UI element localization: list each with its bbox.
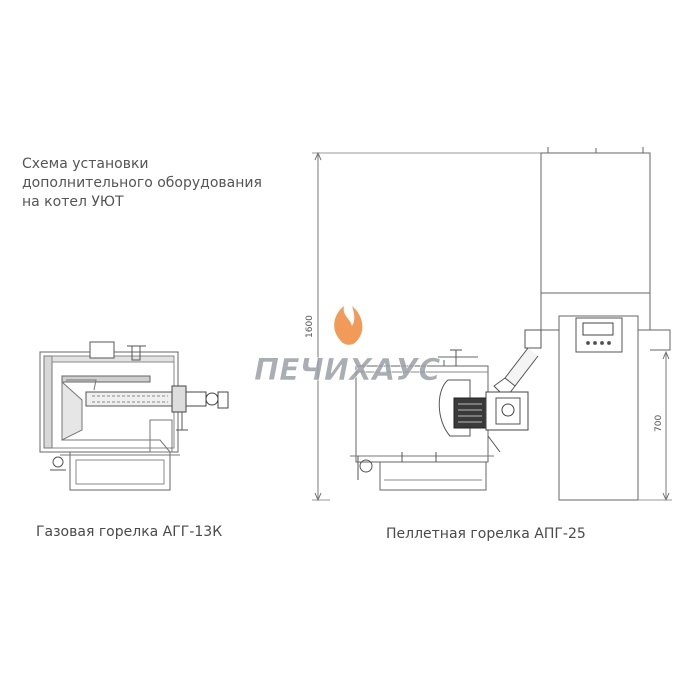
logo-watermark: ПЕЧИХАУС	[254, 306, 441, 388]
title-line-3: на котел УЮТ	[22, 194, 124, 210]
flame-icon	[334, 306, 363, 345]
watermark-text: ПЕЧИХАУС	[254, 353, 440, 388]
pellet-burner-drawing	[312, 147, 672, 502]
caption-gas-burner: Газовая горелка АГГ-13К	[36, 524, 223, 540]
diagram-title: Схема установки дополнительного оборудов…	[22, 155, 322, 212]
title-line-2: дополнительного оборудования	[22, 175, 262, 191]
caption-pellet-burner: Пеллетная горелка АПГ-25	[386, 526, 586, 542]
gas-burner-drawing	[39, 341, 229, 491]
title-line-1: Схема установки	[22, 156, 149, 172]
dim-700-label: 700	[654, 415, 664, 432]
dim-1600-label: 1600	[305, 315, 315, 338]
